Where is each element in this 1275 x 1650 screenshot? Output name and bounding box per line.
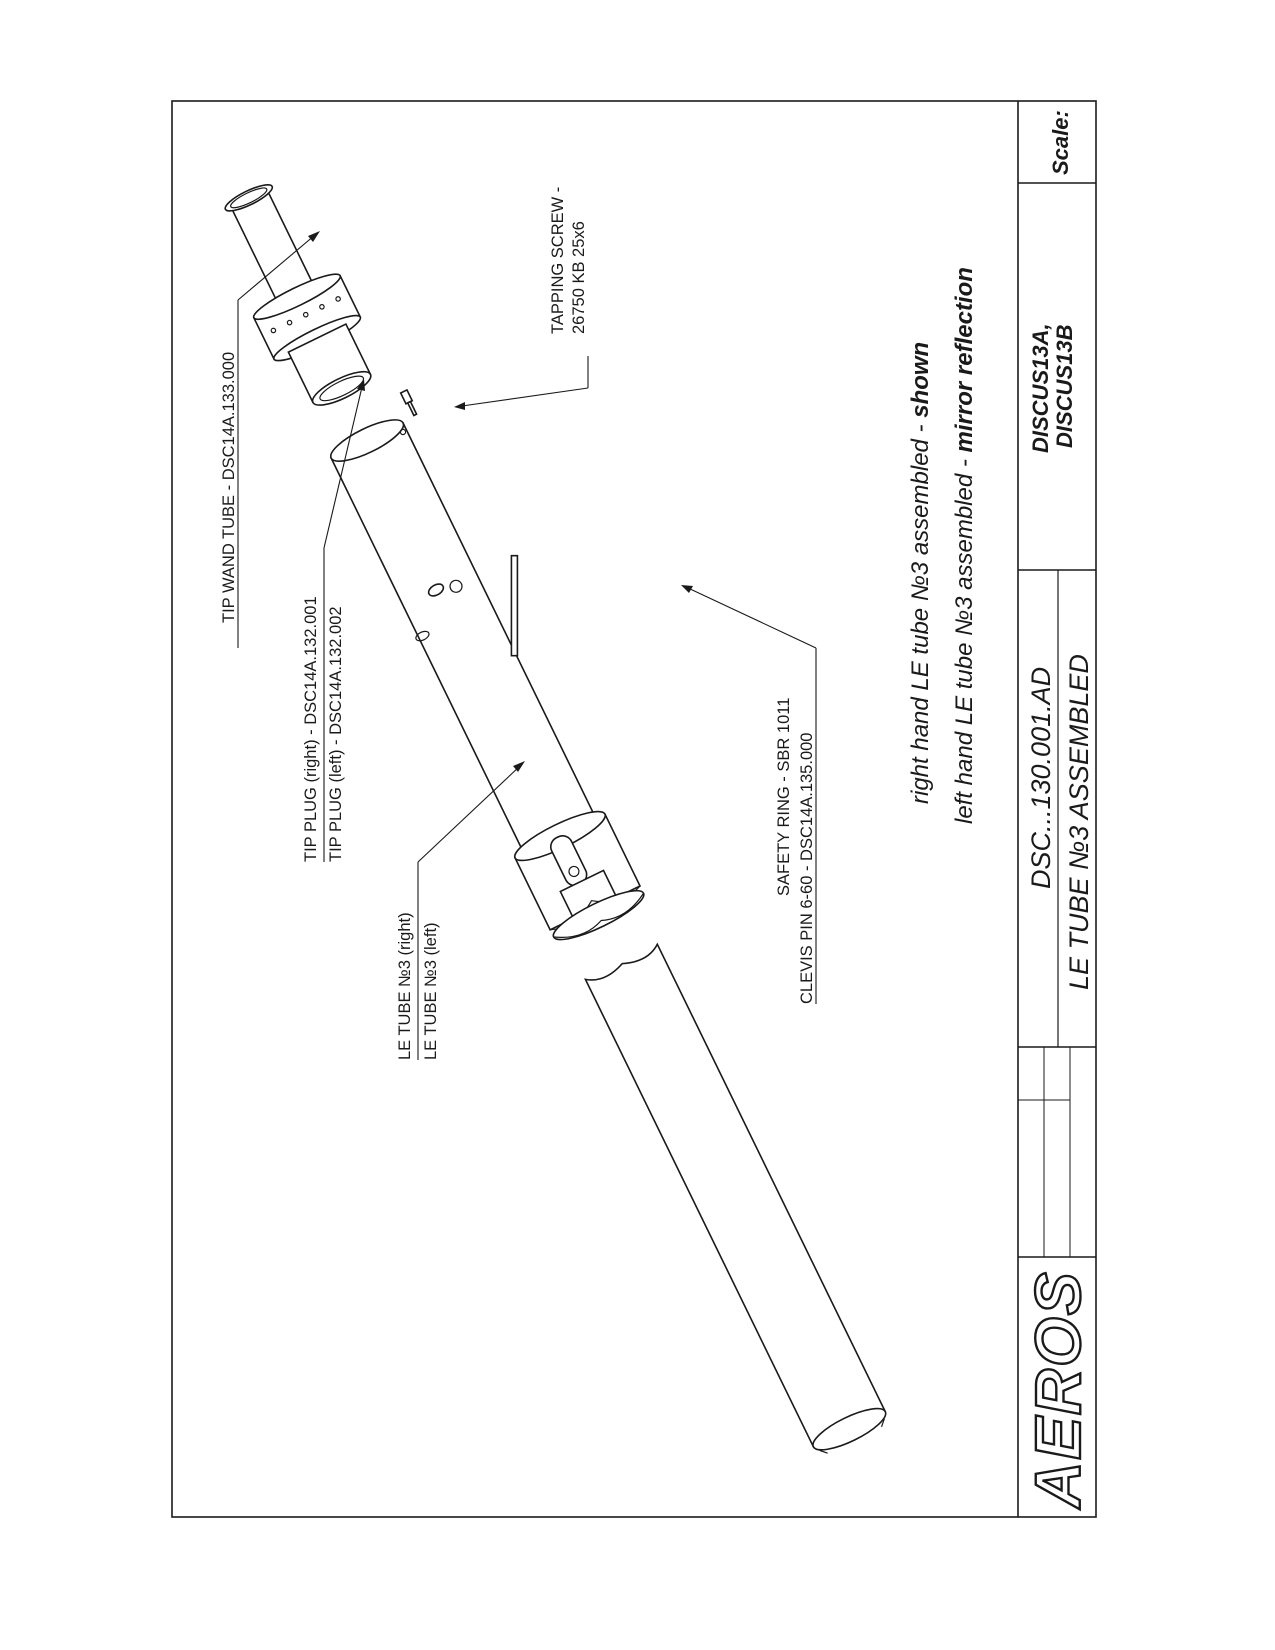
- model-line1: DISCUS13A,: [1028, 323, 1053, 453]
- leader-lines: [237, 231, 817, 1060]
- label-tapping-screw-line2: 26750 KB 25x6: [570, 221, 588, 334]
- label-tip-plug-right: TIP PLUG (right) - DSC14A.132.001: [302, 596, 320, 862]
- title-block: [1017, 101, 1096, 1517]
- safety-ring: [427, 583, 445, 597]
- le-tube-front: [329, 419, 645, 941]
- exploded-assembly: [224, 184, 887, 1454]
- label-tip-plug-left: TIP PLUG (left) - DSC14A.132.002: [327, 606, 345, 862]
- scale-label: Scale:: [1048, 110, 1073, 175]
- label-safety-ring: SAFETY RING - SBR 1011: [775, 698, 793, 896]
- tapping-screw: [399, 388, 418, 417]
- note-left-hand: left hand LE tube №3 assembled - mirror …: [951, 267, 978, 824]
- drawing-title: LE TUBE №3 ASSEMBLED: [1064, 654, 1094, 990]
- aeros-logo: AEROS: [1022, 1270, 1094, 1510]
- label-le-tube-left: LE TUBE №3 (left): [422, 922, 440, 1060]
- model-line2: DISCUS13B: [1052, 324, 1077, 448]
- tip-plug: [252, 273, 372, 406]
- clevis-pin: [510, 554, 519, 657]
- label-tapping-screw-line1: TAPPING SCREW -: [549, 187, 567, 334]
- label-le-tube-right: LE TUBE №3 (right): [396, 912, 414, 1060]
- note-right-hand: right hand LE tube №3 assembled - shown: [907, 342, 934, 804]
- sheet-border: [171, 100, 1097, 1518]
- label-clevis-pin: CLEVIS PIN 6-60 - DSC14A.135.000: [798, 733, 816, 1004]
- label-tip-wand-tube: TIP WAND TUBE - DSC14A.133.000: [220, 352, 238, 623]
- drawing-number: DSC...130.001.AD: [1026, 667, 1056, 889]
- le-tube-rear: [584, 942, 887, 1454]
